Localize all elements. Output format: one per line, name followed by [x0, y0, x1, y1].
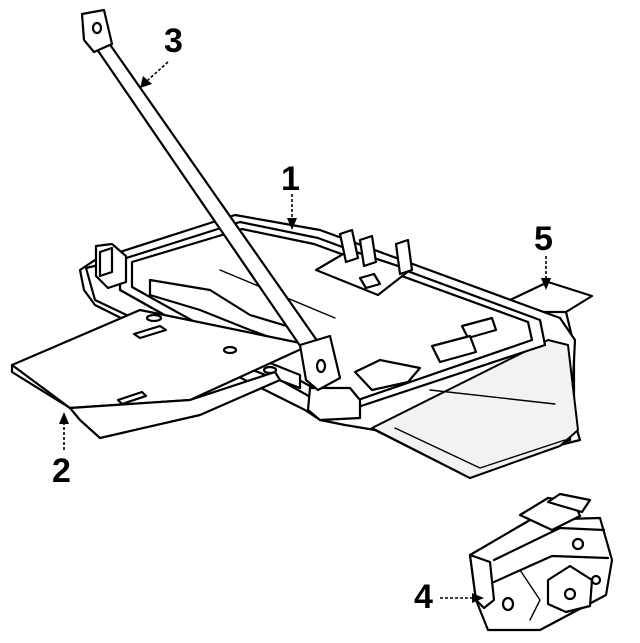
callout-leaders: [59, 61, 551, 603]
mounting-bracket-part-4[interactable]: [468, 492, 614, 632]
callout-1: 1: [281, 160, 300, 198]
callout-4: 4: [414, 578, 433, 616]
callout-3: 3: [164, 22, 183, 60]
callout-2: 2: [52, 452, 71, 490]
hold-down-rod-part-3[interactable]: [80, 8, 342, 392]
support-plate-part-2[interactable]: [10, 308, 312, 440]
callout-5: 5: [534, 220, 553, 258]
